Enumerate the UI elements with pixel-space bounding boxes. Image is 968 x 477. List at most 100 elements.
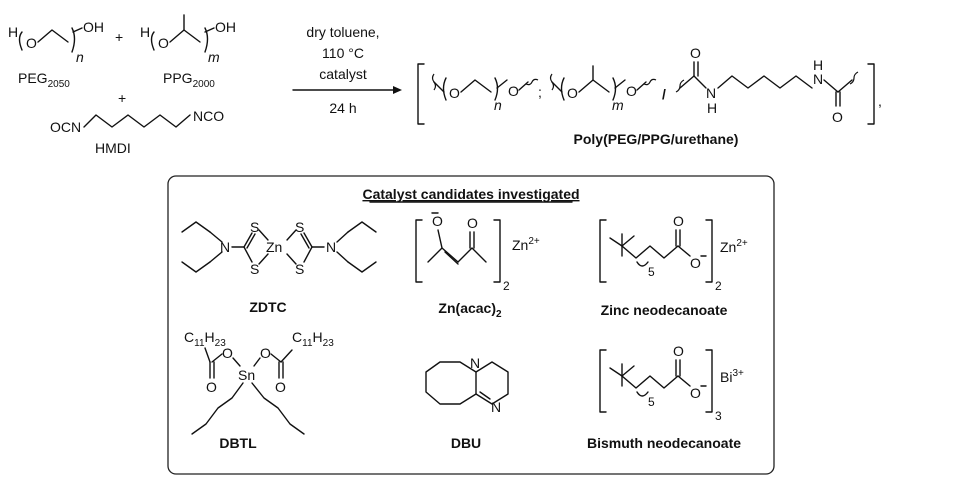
hmdi-label: HMDI — [95, 140, 131, 156]
dbtl-bond-1 — [204, 347, 211, 363]
zinc-neodecanoate-structure: 5 O O 2 Zn2+ Zinc neodecanoate — [599, 213, 748, 318]
dbtl-bond-2 — [211, 353, 223, 363]
product-bracket-left — [417, 63, 425, 125]
product-bond-10 — [837, 79, 853, 93]
hmdi-nco-group: NCO — [193, 108, 224, 124]
dbtl-label: DBTL — [219, 435, 257, 451]
bi-neo-label: Bismuth neodecanoate — [587, 435, 741, 451]
zn-acac-o-minus: O — [432, 213, 443, 229]
zdtc-n-bond-4 — [336, 251, 349, 263]
reaction-arrow-head — [393, 86, 402, 94]
zinc-neo-tbu-b — [621, 235, 635, 247]
dbtl-o2: O — [222, 345, 233, 361]
zn-acac-label: Zn(acac)2 — [438, 300, 502, 320]
product-bond-2 — [496, 79, 508, 89]
product-structure: O n O ; O m O / O N H N H — [417, 45, 882, 147]
zinc-neo-chain-sub: 5 — [648, 265, 655, 279]
peg-end-bond — [72, 27, 83, 33]
ppg-oh-group: OH — [215, 19, 236, 35]
zdtc-ethyl-bottom-left — [181, 261, 211, 273]
zn-acac-co-bond — [437, 229, 443, 249]
product-peg-o2-atom: O — [508, 83, 519, 99]
zdtc-szn-4 — [286, 253, 297, 265]
dbu-double-bond — [479, 391, 491, 400]
product-peg-paren-right — [494, 77, 499, 101]
bi-neo-bracket-left — [599, 349, 607, 413]
dbtl-chain-right: C11H23 — [292, 329, 334, 349]
bi-neo-bracket-sub: 3 — [715, 409, 722, 423]
dbtl-sn: Sn — [238, 367, 255, 383]
zn-acac-bracket-right — [493, 219, 501, 283]
dbtl-butyl-right — [251, 382, 305, 435]
product-name: Poly(PEG/PPG/urethane) — [574, 131, 739, 147]
dbtl-bond-6 — [280, 349, 293, 363]
dbtl-o4: O — [275, 379, 286, 395]
dbu-six-ring — [475, 361, 509, 405]
zn-acac-bracket-left — [415, 219, 423, 283]
zn-acac-double — [444, 251, 459, 265]
bismuth-neodecanoate-structure: 5 O O 3 Bi3+ Bismuth neodecanoate — [587, 343, 744, 451]
ppg-bracket-left — [150, 31, 155, 51]
dbu-label: DBU — [451, 435, 481, 451]
zdtc-n-bond-2 — [209, 251, 223, 263]
zdtc-structure: N S S Zn S S N ZDTC — [181, 219, 377, 315]
hmdi-chain — [83, 114, 191, 128]
zdtc-cs-top-right-b — [300, 233, 310, 249]
ppg-structure: H O OH m PPG2000 — [140, 14, 236, 90]
dbtl-o3: O — [260, 345, 271, 361]
dbtl-structure: C11H23 O O Sn O O C11H23 DBTL — [184, 329, 334, 451]
zdtc-cs-bottom-right — [303, 246, 313, 263]
bi-neo-tbu-b — [621, 365, 635, 377]
product-repeat-n: n — [494, 97, 502, 113]
peg-bracket-left — [18, 31, 23, 51]
product-nh1-h: H — [707, 100, 717, 116]
ppg-end-bond — [204, 27, 215, 33]
product-wavy-5 — [675, 79, 685, 93]
zinc-neo-bracket-sub: 2 — [715, 279, 722, 293]
hmdi-ocn-group: OCN — [50, 119, 81, 135]
dbtl-butyl-left — [191, 382, 244, 435]
zn-acac-backbone-right — [457, 247, 487, 263]
zdtc-s-4: S — [295, 261, 304, 277]
bi-neo-repeat-paren — [636, 391, 649, 397]
zdtc-cs-top-right — [303, 232, 313, 248]
product-ppg-backbone — [578, 79, 610, 93]
zinc-neo-label: Zinc neodecanoate — [601, 302, 728, 318]
zdtc-szn-3 — [286, 229, 297, 241]
zdtc-szn-1 — [258, 229, 269, 241]
product-wavy-6 — [849, 71, 859, 85]
plus-sign-2: + — [118, 90, 126, 106]
plus-sign-1: + — [115, 29, 123, 45]
product-nh2-n: N — [813, 71, 823, 87]
dbtl-o1: O — [206, 379, 217, 395]
peg-oh-group: OH — [83, 19, 104, 35]
bi-neo-bracket-right — [705, 349, 713, 413]
bi-neo-o-minus: O — [690, 385, 701, 401]
peg-h-atom: H — [8, 24, 18, 40]
product-wavy-2 — [525, 78, 539, 86]
product-bond-1 — [433, 81, 445, 93]
peg-o-atom: O — [26, 35, 37, 51]
zdtc-cs-top-left-b — [246, 233, 256, 249]
ppg-backbone — [169, 29, 201, 43]
product-bond-9 — [823, 79, 839, 93]
zdtc-n-left: N — [220, 239, 230, 255]
bi-neo-co-single — [677, 375, 691, 387]
zdtc-cs-top-left — [243, 232, 253, 248]
bi-neo-bi-ion: Bi3+ — [720, 368, 744, 385]
dbtl-bond-3 — [232, 357, 241, 367]
zdtc-label: ZDTC — [249, 299, 286, 315]
peg-repeat-n: n — [76, 49, 84, 65]
dbu-seven-ring — [425, 361, 477, 405]
zinc-neo-repeat-paren — [636, 261, 649, 267]
zdtc-n-bond-1 — [209, 231, 223, 243]
condition-solvent: dry toluene, — [306, 24, 379, 40]
zdtc-n-bond-3 — [336, 231, 349, 243]
product-bond-7 — [679, 75, 695, 89]
product-wavy-4 — [643, 78, 657, 86]
condition-temperature: 110 °C — [322, 45, 364, 61]
zn-acac-bracket-sub: 2 — [503, 279, 510, 293]
product-ppg-paren-left — [560, 77, 565, 101]
zdtc-s-1: S — [250, 219, 259, 235]
